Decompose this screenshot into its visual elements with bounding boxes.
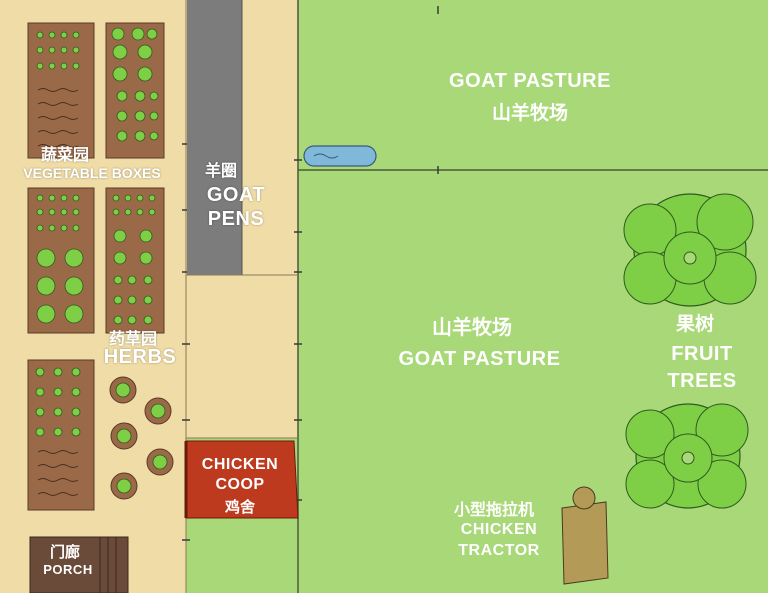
chicken-coop-en-2: COOP — [215, 476, 265, 493]
herbs-zh: 药草园 — [108, 329, 157, 348]
vegetable-boxes-en: VEGETABLE BOXES — [23, 165, 161, 181]
goat-pens-en-1: GOAT — [206, 184, 266, 206]
seed-rows — [37, 88, 79, 496]
chicken-tractor-zh: 小型拖拉机 — [453, 500, 534, 519]
goat-pens-en-2: PENS — [207, 208, 265, 230]
vegetable-boxes-zh: 蔬菜园 — [40, 145, 89, 164]
veg-bed-1 — [27, 22, 95, 159]
goat-pens-road — [187, 0, 242, 275]
fruit-trees-en-1: FRUIT — [671, 343, 733, 365]
pond — [303, 145, 377, 167]
porch-en: PORCH — [43, 562, 93, 577]
goat-pasture-main-en: GOAT PASTURE — [398, 348, 561, 370]
goat-pasture-top-en: GOAT PASTURE — [449, 70, 611, 92]
herbs-en: HERBS — [103, 346, 177, 368]
fruit-trees-en-2: TREES — [667, 370, 737, 392]
chicken-coop-en-1: CHICKEN — [201, 456, 279, 473]
chicken-tractor — [561, 501, 609, 585]
chicken-tractor-en-2: TRACTOR — [458, 542, 540, 559]
fruit-trees-zh: 果树 — [675, 313, 714, 335]
porch — [29, 536, 129, 593]
fruit-tree-top — [623, 193, 757, 307]
goat-pasture-main-zh: 山羊牧场 — [432, 315, 512, 339]
chicken-coop-zh: 鸡舍 — [224, 498, 255, 516]
bed-plants — [35, 27, 159, 437]
chicken-tractor-en-1: CHICKEN — [460, 521, 538, 538]
porch-zh: 门廊 — [49, 543, 80, 561]
fruit-tree-bottom — [625, 403, 749, 509]
herb-pots — [109, 376, 174, 500]
fence-posts — [182, 6, 439, 541]
goat-pasture-top-zh: 山羊牧场 — [491, 102, 568, 124]
goat-pens-zh: 羊圈 — [204, 161, 237, 180]
